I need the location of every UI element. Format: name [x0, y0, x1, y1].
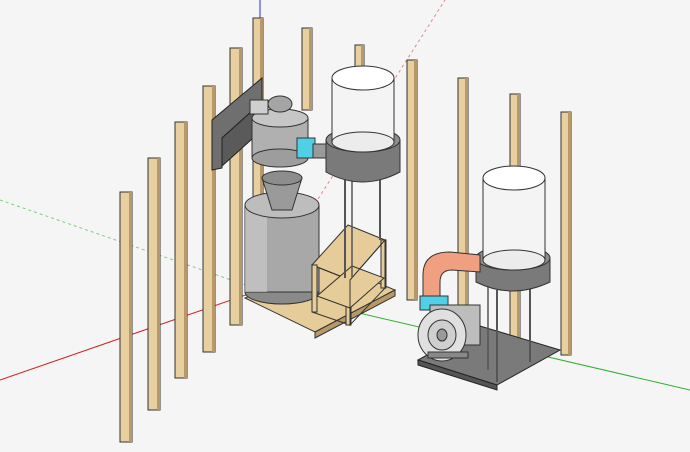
axis-green-dash [0, 199, 261, 291]
left-bin-top [331, 65, 395, 91]
cyclone-cap [267, 95, 293, 113]
wall-stud-shade [157, 158, 160, 410]
right-base-edge [417, 359, 498, 391]
stand-post-fl [311, 264, 318, 313]
left-bin-bottom [331, 131, 395, 153]
wall-stud-shade [212, 86, 215, 352]
duct-elbow [422, 251, 481, 306]
wall-stud-shade [414, 60, 417, 300]
stand-right-side [349, 238, 386, 327]
wall-stud-shade [129, 192, 132, 442]
cyclone-collar [261, 170, 303, 186]
cyclone-inlet [249, 99, 269, 115]
wall-stud-shade [465, 78, 468, 318]
wall-stud-shade [568, 112, 571, 355]
blower-hub [436, 328, 448, 342]
wall-stud-shade [309, 28, 312, 110]
filter-bin-left [325, 65, 401, 278]
barrel-shade [245, 205, 267, 292]
wall-stud-shade [239, 48, 242, 325]
wall-stud-shade [361, 45, 364, 80]
blower-foot [427, 351, 469, 359]
left-base-edge [314, 289, 396, 339]
stand-post-br [380, 239, 387, 289]
filter-stand [311, 224, 387, 327]
blower-system [416, 165, 562, 391]
right-bin-top [482, 165, 546, 191]
right-bin-bottom [482, 249, 546, 271]
cyclone-outlet-blue [296, 137, 316, 159]
wall-stud-shade [184, 122, 187, 378]
